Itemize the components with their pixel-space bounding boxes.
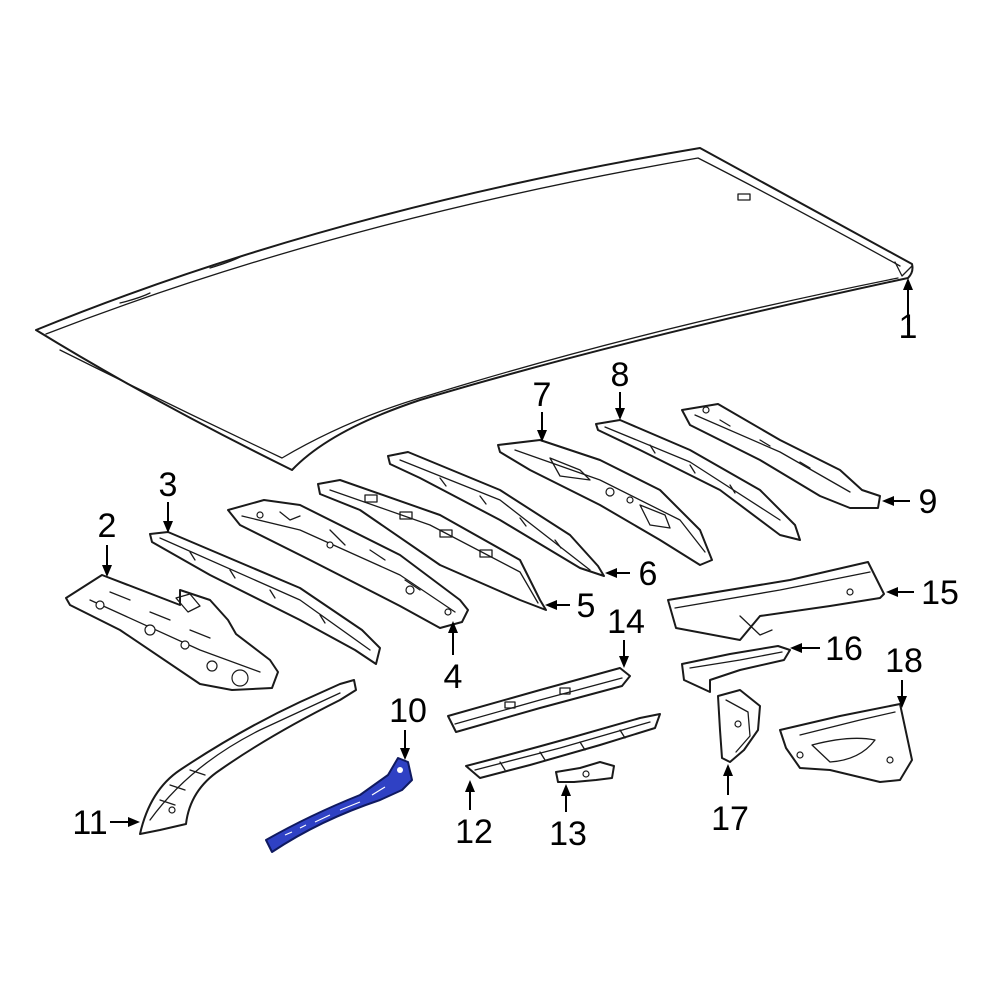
callout-13: 13 xyxy=(549,784,587,853)
callout-16-label: 16 xyxy=(825,630,863,668)
callout-18-label: 18 xyxy=(885,642,923,680)
callout-3-label: 3 xyxy=(159,466,178,504)
part-9-rear-header[interactable] xyxy=(681,403,881,509)
part-16-bracket[interactable] xyxy=(681,645,791,693)
callout-16: 16 xyxy=(790,630,863,668)
callout-6: 6 xyxy=(605,555,657,593)
callout-15-label: 15 xyxy=(921,574,959,612)
callout-3: 3 xyxy=(159,466,178,533)
part-13-small-bracket[interactable] xyxy=(555,761,615,783)
part-6-roof-bow[interactable] xyxy=(387,451,605,577)
callout-17: 17 xyxy=(711,764,749,838)
callout-15: 15 xyxy=(886,574,959,612)
callout-7-label: 7 xyxy=(533,376,552,414)
part-2-front-header-bracket[interactable] xyxy=(65,574,279,691)
callout-9: 9 xyxy=(882,483,937,521)
callout-1: 1 xyxy=(899,278,918,346)
callout-10-label: 10 xyxy=(389,692,427,730)
callout-18: 18 xyxy=(885,642,923,708)
callout-10: 10 xyxy=(389,692,427,760)
callout-7: 7 xyxy=(533,376,552,442)
part-15-rear-rail-panel[interactable] xyxy=(667,561,885,641)
callout-17-label: 17 xyxy=(711,800,749,838)
callout-2-label: 2 xyxy=(98,507,117,545)
part-14-rail-cap[interactable] xyxy=(447,667,631,733)
part-18-rear-pillar-panel[interactable] xyxy=(779,703,913,783)
part-17-bracket[interactable] xyxy=(717,689,761,763)
callout-9-label: 9 xyxy=(919,483,938,521)
callout-5: 5 xyxy=(545,587,595,625)
callout-12: 12 xyxy=(455,780,493,851)
callout-4-label: 4 xyxy=(444,658,463,696)
part-3-roof-bow[interactable] xyxy=(149,531,381,665)
part-1-roof-panel[interactable] xyxy=(35,147,914,471)
callout-4: 4 xyxy=(444,621,463,696)
part-4-roof-reinforcement[interactable] xyxy=(227,499,469,629)
callout-1-label: 1 xyxy=(899,308,918,346)
callout-2: 2 xyxy=(98,507,117,577)
callout-11-label: 11 xyxy=(72,804,107,842)
callout-8-label: 8 xyxy=(611,356,630,394)
callout-14: 14 xyxy=(607,603,645,668)
callout-12-label: 12 xyxy=(455,813,493,851)
part-11-front-pillar[interactable] xyxy=(139,679,357,835)
part-10-rail-reinforcement-highlighted[interactable] xyxy=(265,757,413,853)
part-8-roof-bow[interactable] xyxy=(595,419,801,541)
part-5-roof-bow[interactable] xyxy=(317,479,547,611)
callout-5-label: 5 xyxy=(577,587,596,625)
part-7-roof-bow-panel[interactable] xyxy=(497,439,713,566)
callout-11: 11 xyxy=(72,804,140,842)
callout-6-label: 6 xyxy=(639,555,658,593)
callout-14-label: 14 xyxy=(607,603,645,641)
part-12-side-rail[interactable] xyxy=(465,713,661,779)
callout-8: 8 xyxy=(611,356,630,420)
callout-13-label: 13 xyxy=(549,815,587,853)
